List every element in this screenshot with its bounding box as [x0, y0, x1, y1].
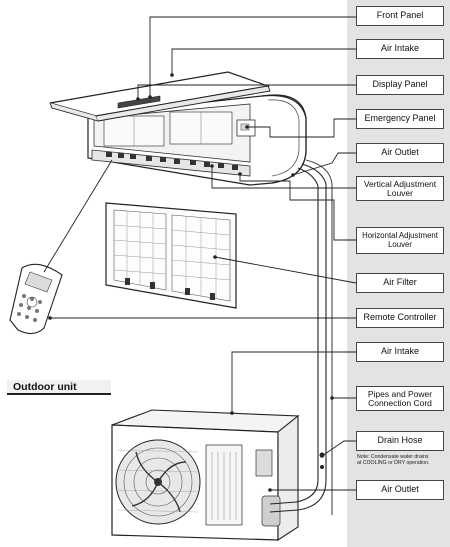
label-emergency-panel: Emergency Panel: [356, 109, 444, 129]
leader-front-panel: [149, 16, 356, 97]
label-drain-hose: Drain Hose: [356, 431, 444, 451]
label-remote-controller: Remote Controller: [356, 308, 444, 328]
remote-signal-line: [43, 159, 113, 273]
leader-air-outlet-indoor: [292, 152, 356, 176]
leader-dots: [48, 73, 334, 492]
leader-drain-hose: [321, 440, 356, 457]
label-display-panel: Display Panel: [356, 75, 444, 95]
leader-air-filter: [214, 256, 357, 284]
label-pipes-power-cord: Pipes and Power Connection Cord: [356, 386, 444, 411]
leader-lines: [43, 16, 357, 491]
label-front-panel: Front Panel: [356, 6, 444, 26]
label-vertical-adjustment-louver: Vertical Adjustment Louver: [356, 176, 444, 201]
drain-hose-note: Note: Condensate water drains at COOLING…: [357, 454, 430, 466]
label-horizontal-adjustment-louver: Horizontal Adjustment Louver: [356, 227, 444, 254]
leader-emergency-panel: [247, 118, 356, 138]
leader-horizontal-louver: [239, 174, 356, 241]
air-filter-panel: [105, 202, 237, 309]
indoor-unit: [49, 71, 333, 480]
label-air-outlet-outdoor: Air Outlet: [356, 480, 444, 500]
label-air-intake-indoor: Air Intake: [356, 39, 444, 59]
leader-display-panel: [137, 84, 356, 99]
outdoor-unit-heading: Outdoor unit: [7, 380, 111, 395]
leader-air-intake-outdoor: [231, 351, 356, 413]
leader-vertical-louver: [211, 166, 356, 189]
label-air-filter: Air Filter: [356, 273, 444, 293]
label-air-intake-outdoor: Air Intake: [356, 342, 444, 362]
remote-controller-device: [9, 263, 63, 335]
outdoor-unit: [111, 409, 333, 542]
leader-air-intake-indoor: [171, 48, 356, 75]
label-air-outlet-indoor: Air Outlet: [356, 143, 444, 163]
